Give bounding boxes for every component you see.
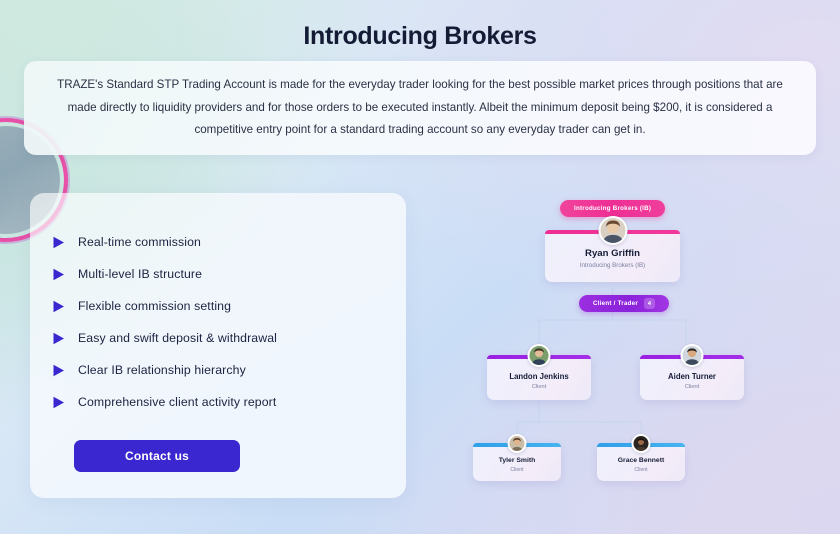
legend-pill-client-trader[interactable]: Client / Trader 4: [579, 295, 670, 312]
org-node-root[interactable]: Ryan Griffin Introducing Brokers (IB): [545, 216, 680, 282]
avatar-person-icon: [633, 436, 649, 451]
feature-list: Real-time commission Multi-level IB stru…: [52, 226, 406, 418]
legend-ib-label: Introducing Brokers (IB): [574, 205, 652, 212]
intro-description-text: TRAZE's Standard STP Trading Account is …: [57, 78, 783, 137]
feature-label: Comprehensive client activity report: [78, 395, 277, 409]
intro-description-card: TRAZE's Standard STP Trading Account is …: [24, 61, 816, 155]
avatar-person-icon: [600, 218, 625, 243]
list-item: Real-time commission: [52, 226, 406, 258]
feature-label: Real-time commission: [78, 235, 201, 249]
org-node-tyler-smith[interactable]: Tyler Smith Client: [473, 434, 561, 481]
avatar: [631, 434, 651, 453]
avatar-person-icon: [509, 436, 525, 451]
node-name: Ryan Griffin: [585, 248, 640, 259]
avatar: [598, 216, 627, 245]
node-name: Landon Jenkins: [509, 372, 569, 381]
list-item: Clear IB relationship hierarchy: [52, 354, 406, 386]
play-triangle-icon: [53, 396, 64, 408]
avatar: [527, 344, 551, 367]
org-node-landon-jenkins[interactable]: Landon Jenkins Client: [487, 344, 591, 400]
org-node-aiden-turner[interactable]: Aiden Turner Client: [640, 344, 744, 400]
feature-label: Easy and swift deposit & withdrawal: [78, 331, 277, 345]
node-role: Client: [634, 467, 648, 473]
legend-pill-introducing-brokers[interactable]: Introducing Brokers (IB): [560, 200, 666, 217]
avatar: [680, 344, 704, 367]
node-role: Client: [531, 384, 547, 390]
node-role: Client: [510, 467, 524, 473]
node-role: Client: [684, 384, 700, 390]
avatar: [507, 434, 527, 453]
avatar-person-icon: [682, 346, 702, 365]
node-name: Grace Bennett: [617, 457, 665, 464]
feature-label: Multi-level IB structure: [78, 267, 203, 281]
list-item: Easy and swift deposit & withdrawal: [52, 322, 406, 354]
play-triangle-icon: [53, 236, 64, 248]
avatar-person-icon: [529, 346, 549, 365]
list-item: Flexible commission setting: [52, 290, 406, 322]
feature-label: Clear IB relationship hierarchy: [78, 363, 246, 377]
play-triangle-icon: [53, 332, 64, 344]
play-triangle-icon: [53, 364, 64, 376]
legend-client-label: Client / Trader: [593, 300, 639, 307]
node-name: Tyler Smith: [498, 457, 536, 464]
features-panel: Real-time commission Multi-level IB stru…: [30, 193, 406, 498]
contact-us-button[interactable]: Contact us: [74, 440, 240, 472]
list-item: Comprehensive client activity report: [52, 386, 406, 418]
feature-label: Flexible commission setting: [78, 299, 232, 313]
node-role: Introducing Brokers (IB): [579, 262, 646, 269]
list-item: Multi-level IB structure: [52, 258, 406, 290]
legend-client-count-badge: 4: [644, 298, 656, 309]
play-triangle-icon: [53, 268, 64, 280]
play-triangle-icon: [53, 300, 64, 312]
node-name: Aiden Turner: [668, 372, 716, 381]
org-chart: Introducing Brokers (IB) Ryan Griffin In…: [440, 190, 820, 500]
org-node-grace-bennett[interactable]: Grace Bennett Client: [597, 434, 685, 481]
page-title: Introducing Brokers: [303, 22, 537, 50]
